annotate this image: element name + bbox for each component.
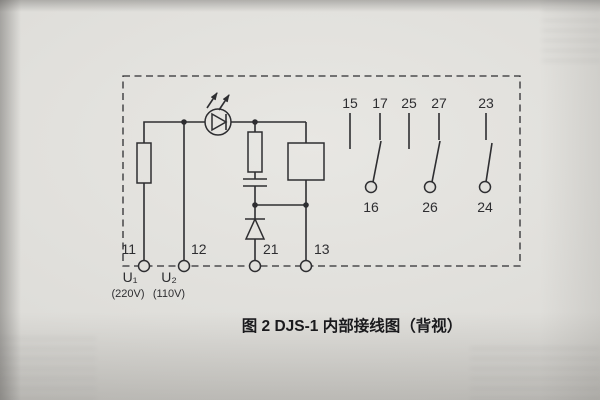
terminal-label-15: 15 bbox=[342, 95, 358, 111]
figure-caption: 图 2 DJS-1 内部接线图（背视） bbox=[242, 316, 462, 335]
contact-blade bbox=[431, 140, 441, 183]
terminal-label-27: 27 bbox=[431, 95, 447, 111]
contact-group-2: 25 27 26 bbox=[401, 95, 447, 215]
terminal-label-25: 25 bbox=[401, 95, 417, 111]
u2-label: U₂ bbox=[161, 269, 177, 285]
led-light-arrow bbox=[218, 94, 230, 111]
terminal-circle bbox=[299, 259, 313, 273]
relay-coil-body bbox=[287, 142, 325, 181]
terminal-circle bbox=[364, 180, 378, 194]
wires bbox=[143, 121, 307, 261]
u1-voltage-label: (220V) bbox=[111, 288, 144, 300]
resistor-body bbox=[136, 142, 152, 184]
contact-group-3: 23 24 bbox=[477, 95, 494, 215]
diode-icon bbox=[244, 217, 266, 240]
resistor-left-icon bbox=[136, 142, 152, 184]
led-light-arrow bbox=[206, 92, 218, 109]
terminal-label-12: 12 bbox=[191, 241, 207, 257]
contact-blade bbox=[485, 142, 493, 183]
terminal-12: 12 bbox=[177, 241, 207, 273]
led-anode-triangle bbox=[211, 112, 228, 132]
terminal-circle bbox=[137, 259, 151, 273]
supply-labels: U₁ U₂ (220V) (110V) bbox=[111, 269, 185, 300]
terminal-13: 13 bbox=[299, 241, 330, 273]
terminal-label-26: 26 bbox=[422, 199, 438, 215]
resistor-body bbox=[247, 131, 263, 173]
terminal-label-17: 17 bbox=[372, 95, 388, 111]
u1-label: U₁ bbox=[123, 269, 138, 285]
terminal-label-23: 23 bbox=[478, 95, 494, 111]
diode-triangle bbox=[244, 217, 266, 240]
u2-voltage-label: (110V) bbox=[153, 288, 185, 300]
led-body bbox=[204, 108, 232, 136]
terminal-label-13: 13 bbox=[314, 241, 330, 257]
terminal-circle bbox=[478, 180, 492, 194]
terminal-21: 21 bbox=[248, 241, 279, 273]
capacitor-icon bbox=[243, 178, 267, 187]
terminal-circle bbox=[248, 259, 262, 273]
terminal-label-21: 21 bbox=[263, 241, 279, 257]
junction-dots bbox=[181, 119, 309, 208]
terminal-circle bbox=[177, 259, 191, 273]
enclosure-boundary bbox=[122, 75, 521, 267]
led-indicator-icon bbox=[204, 92, 232, 136]
contact-blade bbox=[372, 140, 382, 183]
resistor-middle-icon bbox=[247, 131, 263, 173]
terminal-11: 11 bbox=[121, 241, 151, 273]
contact-group-1: 15 17 16 bbox=[342, 95, 388, 215]
terminal-circle bbox=[423, 180, 437, 194]
terminal-label-11: 11 bbox=[121, 241, 136, 257]
terminal-label-24: 24 bbox=[477, 199, 493, 215]
relay-coil-icon bbox=[287, 142, 325, 181]
terminal-label-16: 16 bbox=[363, 199, 379, 215]
